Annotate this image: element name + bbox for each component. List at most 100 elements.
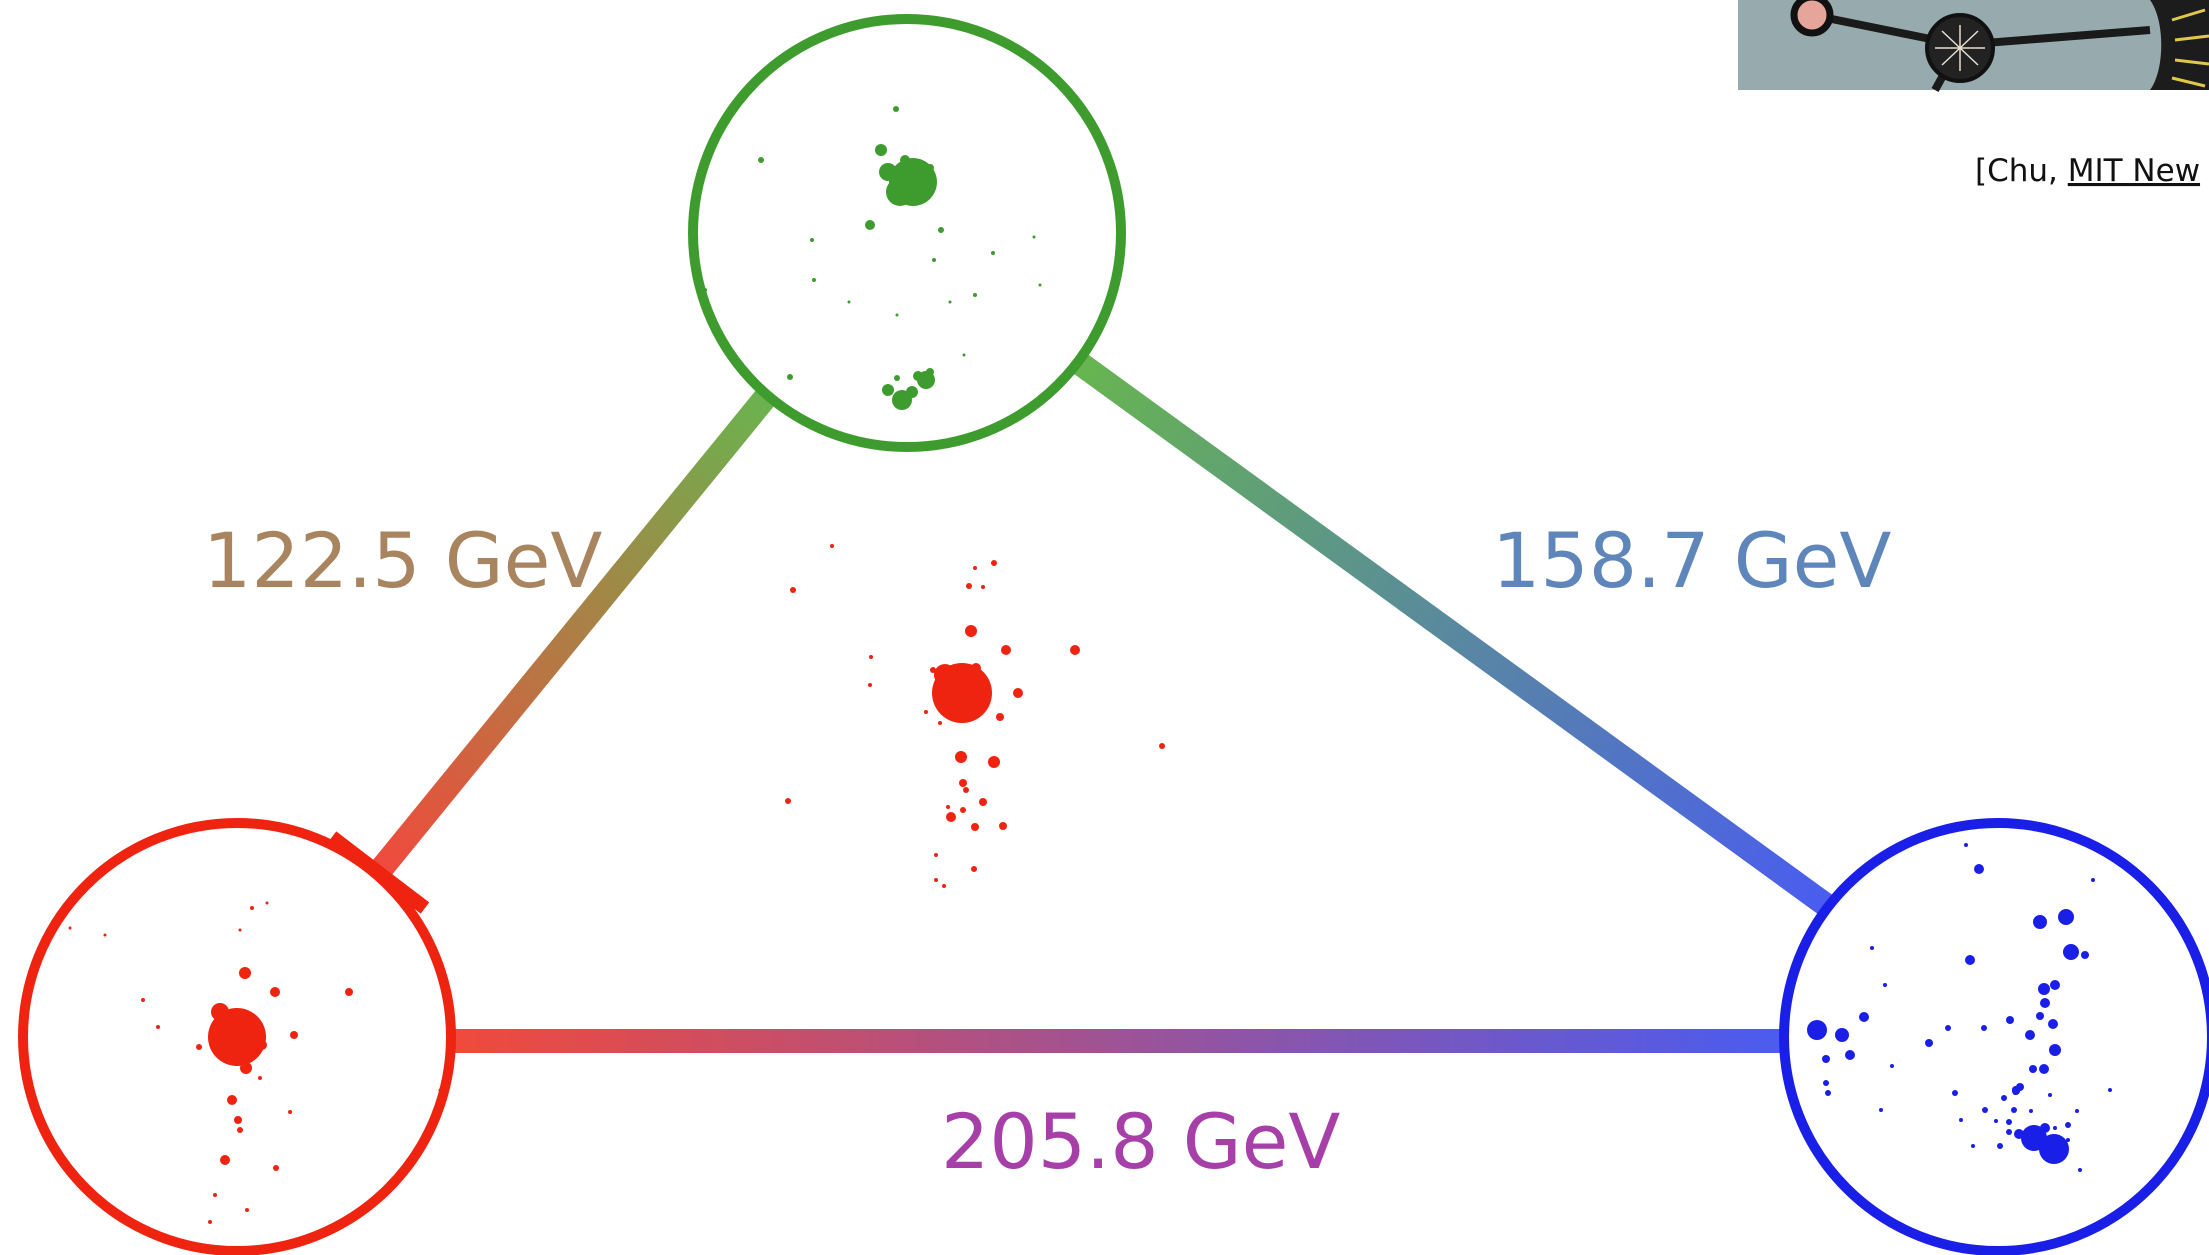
particle-dot bbox=[156, 1025, 160, 1029]
particle-dot bbox=[988, 756, 1000, 768]
particle-dot bbox=[68, 926, 72, 930]
citation-link[interactable]: MIT New bbox=[2068, 153, 2200, 189]
jet-red bbox=[18, 818, 456, 1255]
particle-dot bbox=[1001, 645, 1011, 655]
particle-dot bbox=[965, 625, 977, 637]
particle-dot bbox=[2021, 1125, 2047, 1151]
particle-dot bbox=[211, 1003, 229, 1021]
particle-dot bbox=[2039, 1064, 2049, 1074]
particle-dot bbox=[2014, 1129, 2024, 1139]
particle-dot bbox=[196, 1044, 202, 1050]
particle-dot bbox=[894, 375, 900, 381]
particle-dot bbox=[787, 374, 793, 380]
particle-dot bbox=[938, 721, 942, 725]
particle-dot bbox=[934, 853, 938, 857]
particle-dot bbox=[785, 798, 791, 804]
particle-dot bbox=[1845, 1050, 1855, 1060]
particle-dot bbox=[847, 300, 851, 304]
particle-dot bbox=[227, 1095, 237, 1105]
particle-dot bbox=[1890, 1064, 1894, 1068]
particle-dot bbox=[924, 710, 928, 714]
particle-dot bbox=[2063, 944, 2079, 960]
particle-dot bbox=[2025, 1030, 2035, 1040]
particle-dot bbox=[270, 987, 280, 997]
particle-dot bbox=[960, 807, 966, 813]
particle-dot bbox=[2029, 1109, 2033, 1113]
particle-dot bbox=[208, 1220, 212, 1224]
particle-dot bbox=[1982, 1107, 1988, 1113]
particle-dot bbox=[250, 906, 254, 910]
particle-dot bbox=[2038, 983, 2050, 995]
particle-dot bbox=[1870, 946, 1874, 950]
citation-prefix: [Chu, bbox=[1975, 153, 2068, 189]
particle-dot bbox=[1965, 955, 1975, 965]
particle-dot bbox=[1070, 645, 1080, 655]
jet-center bbox=[785, 544, 1165, 888]
particle-dot bbox=[934, 664, 956, 686]
particle-dot bbox=[258, 1076, 262, 1080]
particle-dot bbox=[991, 560, 997, 566]
particle-dot bbox=[238, 928, 242, 932]
particle-dot bbox=[1823, 1080, 1829, 1086]
particle-dot bbox=[882, 384, 894, 396]
particle-dot bbox=[2078, 1168, 2082, 1172]
particle-dot bbox=[240, 1062, 252, 1074]
edge-label-red-blue: 205.8 GeV bbox=[941, 1097, 1340, 1186]
edge-green-blue bbox=[1070, 352, 1838, 918]
particle-dot bbox=[962, 353, 966, 357]
thumbnail-illustration bbox=[1738, 0, 2209, 92]
edge-red-green bbox=[372, 384, 780, 876]
edge-label-green-blue: 158.7 GeV bbox=[1492, 516, 1891, 605]
particle-dot bbox=[2012, 1088, 2018, 1094]
particle-dot bbox=[1964, 843, 1968, 847]
particle-dot bbox=[438, 1088, 442, 1092]
particle-dot bbox=[2053, 1126, 2057, 1130]
particle-dot bbox=[879, 163, 897, 181]
particle-dot bbox=[345, 988, 353, 996]
particle-dot bbox=[948, 300, 952, 304]
particle-dot bbox=[2075, 1109, 2079, 1113]
particle-dot bbox=[237, 1127, 243, 1133]
particle-dot bbox=[1925, 1039, 1933, 1047]
particle-dot bbox=[2048, 1019, 2058, 1029]
particle-dot bbox=[996, 713, 1004, 721]
particle-dot bbox=[2011, 1107, 2017, 1113]
particle-dot bbox=[208, 1008, 266, 1066]
particle-dot bbox=[1974, 864, 1984, 874]
particle-dot bbox=[869, 655, 873, 659]
particle-dot bbox=[1038, 283, 1042, 287]
particle-dot bbox=[2006, 1119, 2012, 1125]
particle-dot bbox=[981, 585, 985, 589]
particle-dot bbox=[790, 587, 796, 593]
particle-dot bbox=[265, 901, 269, 905]
particle-dot bbox=[946, 812, 956, 822]
particle-dot bbox=[963, 787, 969, 793]
particle-dot bbox=[1013, 688, 1023, 698]
particle-dot bbox=[703, 288, 707, 292]
particle-dot bbox=[895, 313, 899, 317]
particle-dot bbox=[2040, 1123, 2050, 1133]
particle-dot bbox=[1959, 1118, 1963, 1122]
particle-dot bbox=[2006, 1016, 2014, 1024]
particle-dot bbox=[999, 822, 1007, 830]
particle-dot bbox=[2033, 915, 2047, 929]
particle-dot bbox=[1822, 1055, 1830, 1063]
particle-dot bbox=[971, 866, 977, 872]
particle-dot bbox=[1032, 235, 1036, 239]
particle-dot bbox=[973, 566, 977, 570]
particle-dot bbox=[932, 258, 936, 262]
particle-dot bbox=[273, 1165, 279, 1171]
particle-dot bbox=[288, 1110, 292, 1114]
particle-dot bbox=[971, 823, 979, 831]
particle-dot bbox=[926, 368, 934, 376]
particle-dot bbox=[245, 1208, 249, 1212]
particle-dot bbox=[900, 155, 910, 165]
particle-dot bbox=[2029, 1065, 2037, 1073]
particle-dot bbox=[1835, 1028, 1849, 1042]
particle-dot bbox=[942, 884, 946, 888]
particle-dot bbox=[141, 998, 145, 1002]
particle-dot bbox=[1859, 1012, 1869, 1022]
citation: [Chu, MIT New bbox=[1975, 153, 2200, 189]
particle-dot bbox=[2065, 1122, 2071, 1128]
particle-dot bbox=[971, 663, 981, 673]
